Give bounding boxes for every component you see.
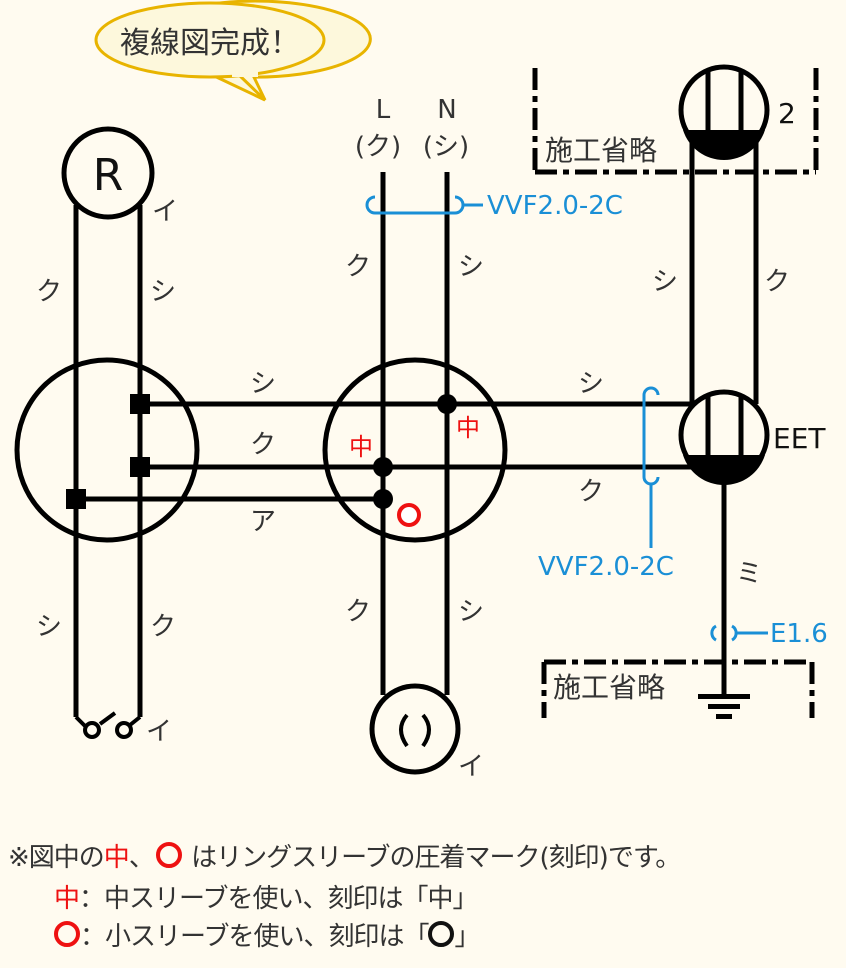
omitted-box bbox=[532, 68, 819, 175]
bubble-text: 複線図完成！ bbox=[120, 26, 300, 61]
outlet-2-icon bbox=[678, 64, 770, 161]
junction-box-left bbox=[14, 357, 200, 543]
svg-text:ク: ク bbox=[345, 252, 371, 282]
connection-dot bbox=[373, 489, 393, 509]
svg-text:シ: シ bbox=[250, 369, 276, 399]
outlet-eet-icon bbox=[678, 389, 770, 486]
svg-text:シ: シ bbox=[36, 612, 62, 642]
terminal bbox=[130, 457, 150, 477]
svg-text:ク: ク bbox=[578, 477, 604, 507]
svg-text:ク: ク bbox=[345, 597, 371, 627]
ring-mark-icon bbox=[54, 921, 80, 947]
source-l-color: (ク) bbox=[355, 132, 401, 162]
receptacle-r: R bbox=[61, 126, 155, 220]
svg-text:シ: シ bbox=[652, 267, 678, 297]
ring-mark-black-icon bbox=[428, 921, 455, 947]
terminal-label: イ bbox=[146, 717, 172, 747]
sleeve-mark-medium: 中 bbox=[456, 414, 480, 442]
omitted-label: 施工省略 bbox=[553, 671, 665, 704]
connection-dot bbox=[437, 394, 457, 414]
cable-marker bbox=[365, 195, 483, 215]
source-n-label: N bbox=[437, 95, 456, 125]
svg-text:シ: シ bbox=[458, 597, 484, 627]
wires bbox=[73, 130, 759, 717]
legend-small-text: ：小スリーブを使い、刻印は「 bbox=[80, 922, 429, 952]
legend-small-close: 」 bbox=[454, 922, 480, 952]
svg-text:ク: ク bbox=[764, 267, 790, 297]
ground-icon bbox=[698, 694, 750, 719]
svg-text:ア: ア bbox=[250, 507, 276, 537]
wire-labels: ク シ シ ク ク シ ク シ シ ク シ ク ア シ ク ミ bbox=[36, 252, 790, 642]
legend-row-small: ：小スリーブを使い、刻印は「」 bbox=[28, 918, 480, 956]
outlet-count-label: 2 bbox=[778, 97, 796, 130]
connection-dot bbox=[373, 457, 393, 477]
mark-medium: 中 bbox=[103, 843, 130, 873]
legend-medium-text: ：中スリーブを使い、刻印は「中」 bbox=[79, 884, 478, 914]
svg-text:ク: ク bbox=[250, 430, 276, 460]
footnote-prefix: ※図中の bbox=[8, 843, 105, 873]
svg-text:R: R bbox=[93, 150, 124, 201]
speech-bubble: 複線図完成！ bbox=[94, 0, 372, 102]
terminal bbox=[66, 489, 86, 509]
switch-icon bbox=[74, 711, 142, 739]
ring-mark-icon bbox=[155, 842, 182, 868]
cable-label: E1.6 bbox=[770, 619, 828, 649]
svg-text:シ: シ bbox=[458, 252, 484, 282]
terminal-label: イ bbox=[152, 197, 178, 227]
wiring-diagram: 複線図完成！ 中 中 R イ bbox=[14, 0, 828, 782]
cable-marker bbox=[710, 624, 768, 642]
lamp-receptacle bbox=[369, 683, 461, 775]
cable-label: VVF2.0-2C bbox=[538, 552, 674, 582]
svg-text:シ: シ bbox=[150, 277, 176, 307]
svg-text:ク: ク bbox=[150, 612, 176, 642]
source-n-color: (シ) bbox=[423, 132, 469, 162]
legend-row-medium: 中：中スリーブを使い、刻印は「中」 bbox=[28, 880, 479, 918]
footnote-sep: 、 bbox=[128, 843, 155, 873]
footnote-suffix: はリングスリーブの圧着マーク(刻印)です。 bbox=[183, 843, 681, 873]
terminal-label: イ bbox=[458, 752, 484, 782]
legend: 中：中スリーブを使い、刻印は「中」 ：小スリーブを使い、刻印は「」 bbox=[28, 880, 480, 956]
mark-medium: 中 bbox=[54, 884, 80, 914]
junction-box-center bbox=[322, 357, 508, 543]
source-l-label: L bbox=[376, 95, 391, 125]
terminal bbox=[130, 394, 150, 414]
sleeve-mark-small-icon bbox=[397, 503, 421, 527]
omitted-label: 施工省略 bbox=[545, 134, 657, 167]
svg-text:ミ: ミ bbox=[736, 559, 762, 589]
cable-label: VVF2.0-2C bbox=[487, 191, 623, 221]
omitted-box bbox=[541, 659, 815, 718]
cable-marker bbox=[642, 386, 660, 548]
footnote: ※図中の中、 はリングスリーブの圧着マーク(刻印)です。 bbox=[8, 840, 681, 876]
sleeve-mark-medium: 中 bbox=[349, 433, 373, 461]
svg-text:ク: ク bbox=[36, 277, 62, 307]
svg-text:シ: シ bbox=[578, 369, 604, 399]
outlet-eet-label: EET bbox=[773, 422, 826, 455]
